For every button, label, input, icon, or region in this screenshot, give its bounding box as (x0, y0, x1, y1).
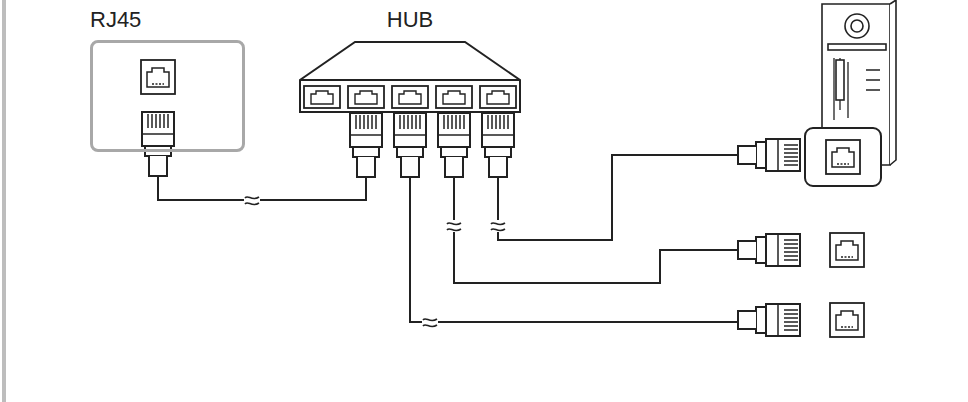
hub-body (300, 42, 520, 112)
wall-jack-box: RJ45 (90, 8, 245, 152)
hub-box: HUB (300, 8, 520, 112)
node-label: HUB (300, 8, 520, 32)
port-callout (805, 128, 881, 186)
wall-jack-outline (90, 40, 245, 152)
margin-bar (2, 0, 6, 402)
ethernet-cable (410, 155, 738, 322)
ethernet-cable (158, 112, 366, 200)
node-label: RJ45 (90, 8, 245, 32)
